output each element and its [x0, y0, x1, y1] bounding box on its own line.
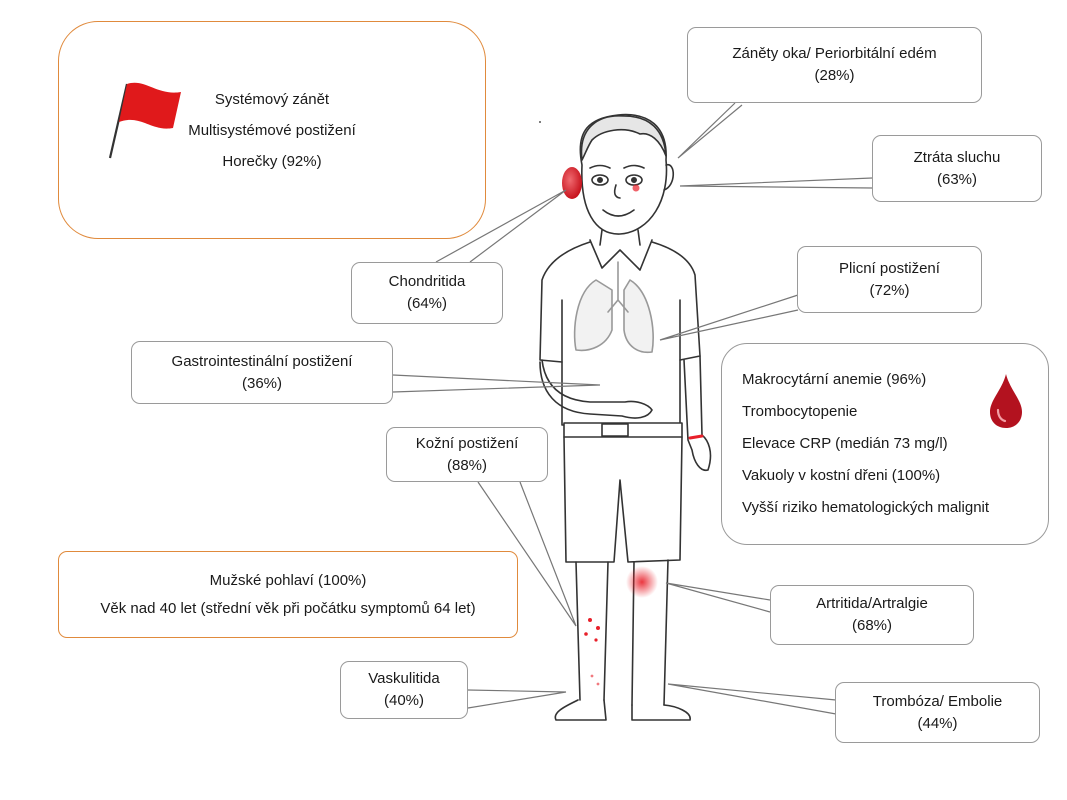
lungs — [573, 279, 613, 352]
thrombosis-label: Trombóza/ Embolie — [872, 692, 1003, 710]
chondritis-value: (64%) — [406, 295, 447, 312]
systemic-box: Systémový zánět Multisystémové postižení… — [58, 21, 486, 239]
inflamed-ear — [562, 167, 582, 199]
chondritis-label: Chondritida — [388, 273, 466, 290]
vasculitis-box: Vaskulitida (40%) — [340, 661, 468, 719]
hematology-line-4: Vakuoly v kostní dřeni (100%) — [742, 467, 941, 484]
vasculitis-value: (40%) — [383, 692, 424, 709]
lung-box: Plicní postižení (72%) — [797, 246, 982, 313]
systemic-line-1: Systémový zánět — [214, 90, 330, 108]
arthritis-box: Artritida/Artralgie (68%) — [770, 585, 974, 645]
right-shoe — [631, 704, 691, 721]
hearing-box: Ztráta sluchu (63%) — [872, 135, 1042, 202]
vasculitis-label: Vaskulitida — [368, 670, 440, 687]
blood-drop-icon — [990, 374, 1022, 428]
mouth — [602, 209, 635, 217]
hematology-box: Makrocytární anemie (96%) Trombocytopeni… — [721, 343, 1049, 545]
red-flag-icon — [108, 82, 181, 159]
left-eye — [591, 174, 609, 186]
systemic-line-3: Horečky (92%) — [222, 152, 322, 170]
chondritis-box: Chondritida (64%) — [351, 262, 503, 324]
arthritis-label: Artritida/Artralgie — [816, 595, 928, 612]
demographics-box: Mužské pohlaví (100%) Věk nad 40 let (st… — [58, 551, 518, 638]
skin-box: Kožní postižení (88%) — [386, 427, 548, 482]
demographics-line-1: Mužské pohlaví (100%) — [209, 571, 367, 589]
gi-box: Gastrointestinální postižení (36%) — [131, 341, 393, 404]
hematology-line-2: Trombocytopenie — [742, 403, 858, 420]
gi-value: (36%) — [241, 374, 282, 392]
lung-value: (72%) — [869, 281, 910, 299]
hematology-line-3: Elevace CRP (medián 73 mg/l) — [742, 435, 948, 452]
hematology-line-1: Makrocytární anemie (96%) — [742, 371, 927, 388]
hematology-line-5: Vyšší riziko hematologických malignit — [742, 499, 990, 516]
arthritis-value: (68%) — [851, 617, 892, 634]
skin-lesions — [584, 618, 600, 686]
skin-label: Kožní postižení — [415, 434, 519, 452]
shorts — [563, 436, 683, 563]
eye-value: (28%) — [814, 67, 855, 84]
demographics-line-2: Věk nad 40 let (střední věk při počátku … — [100, 599, 476, 617]
gi-label: Gastrointestinální postižení — [171, 352, 353, 370]
thrombosis-box: Trombóza/ Embolie (44%) — [835, 682, 1040, 743]
left-shoe — [554, 699, 607, 721]
belt — [563, 422, 683, 438]
connector-lines — [392, 102, 873, 715]
shirt — [539, 241, 701, 426]
skin-value: (88%) — [446, 456, 487, 474]
right-eye — [625, 174, 643, 186]
hair — [580, 115, 667, 161]
lung-label: Plicní postižení — [839, 259, 940, 277]
thrombosis-value: (44%) — [917, 714, 958, 732]
eye-box: Záněty oka/ Periorbitální edém (28%) — [687, 27, 982, 103]
hearing-label: Ztráta sluchu — [913, 148, 1001, 166]
inflamed-knee — [626, 566, 658, 598]
systemic-line-2: Multisystémové postižení — [188, 121, 356, 139]
eye-label: Záněty oka/ Periorbitální edém — [732, 45, 937, 62]
hearing-value: (63%) — [936, 170, 977, 188]
